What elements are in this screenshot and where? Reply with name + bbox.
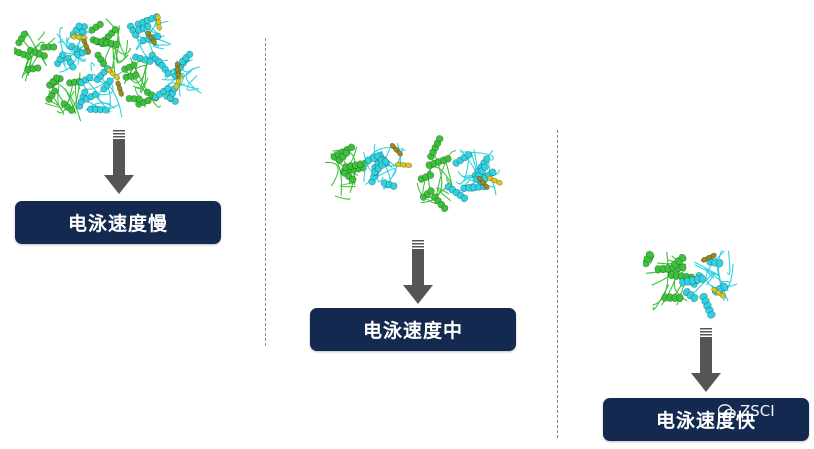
down-arrow-3 <box>691 328 721 392</box>
watermark-text: ZSCI <box>740 402 775 420</box>
label-slow: 电泳速度慢 <box>15 201 221 244</box>
divider-left <box>265 38 266 346</box>
down-arrow-1 <box>104 130 134 194</box>
protein-tetramer-image <box>14 13 202 122</box>
label-fast: 电泳速度快 <box>603 398 809 441</box>
protein-monomer-image <box>643 249 738 319</box>
divider-right <box>557 130 558 438</box>
wechat-icon <box>718 403 736 418</box>
down-arrow-2 <box>403 240 433 304</box>
watermark: ZSCI <box>718 402 775 420</box>
label-medium: 电泳速度中 <box>310 308 516 351</box>
protein-dimer-image <box>324 135 503 213</box>
